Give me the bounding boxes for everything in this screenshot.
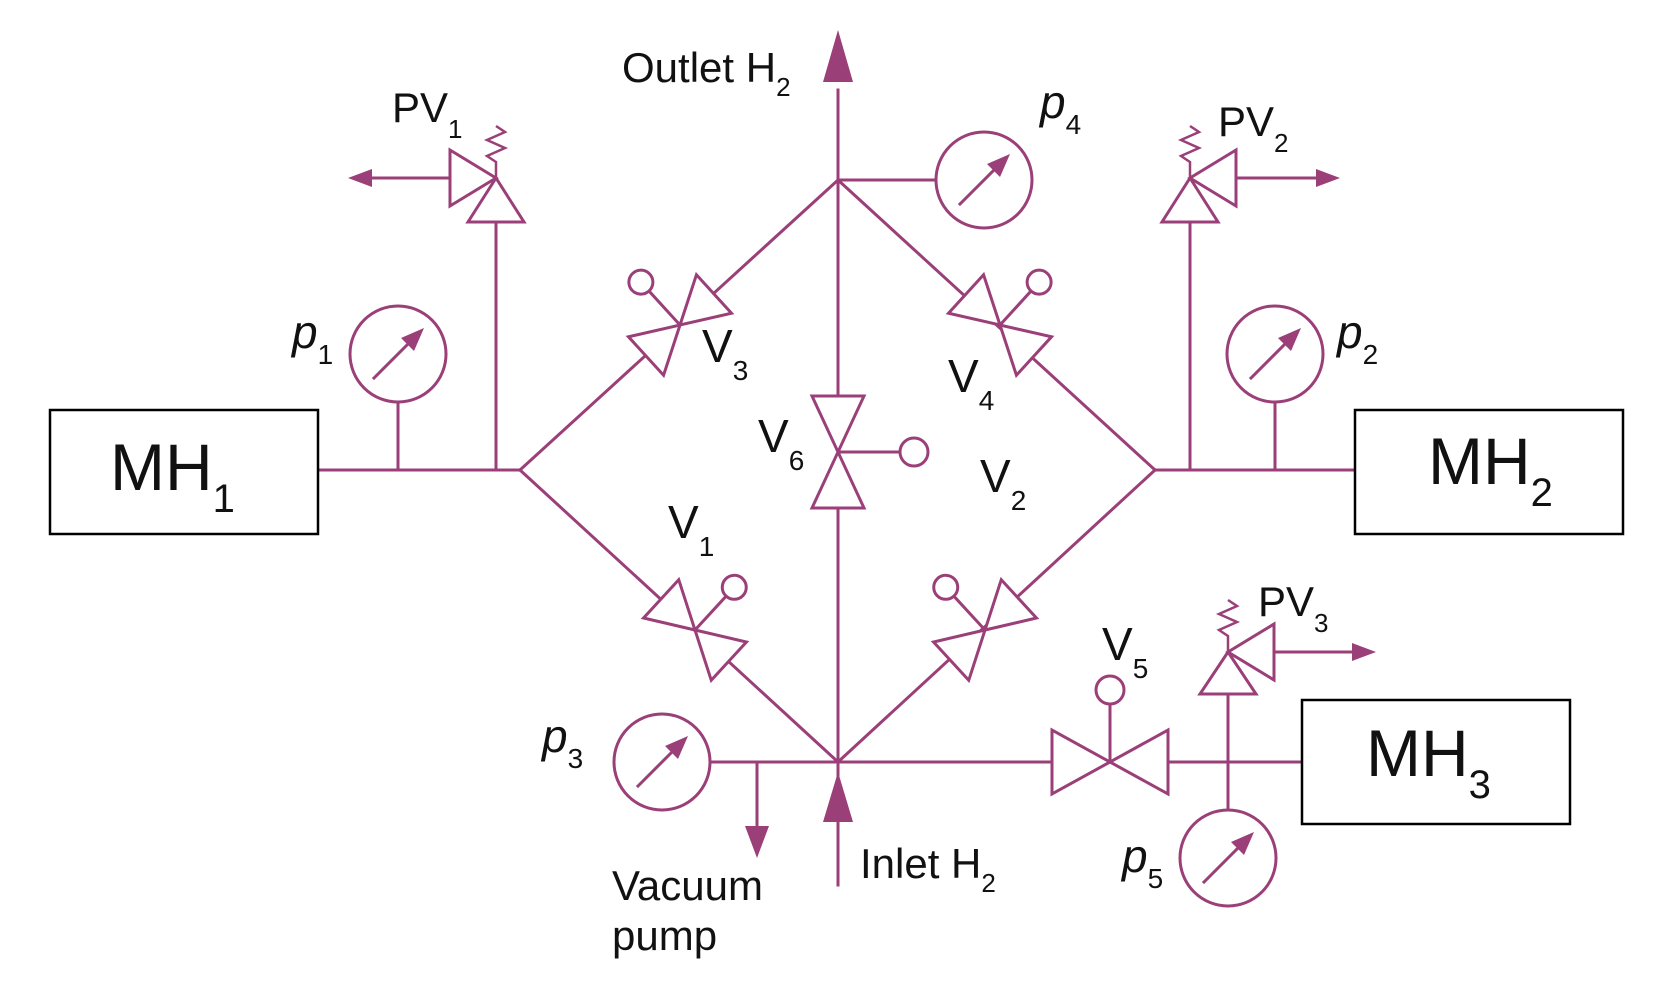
gauge-p1: p1 (290, 304, 448, 404)
manual-valve-icon (625, 268, 735, 379)
manual-valve-icon (945, 268, 1055, 379)
svg-text:p2: p2 (1335, 306, 1378, 370)
svg-text:V1: V1 (668, 496, 714, 562)
manual-valve-icon (640, 573, 750, 684)
pv3-exhaust-arrow-icon (1352, 643, 1376, 661)
svg-text:V3: V3 (702, 320, 748, 386)
valve-v2[interactable]: V2 (904, 450, 1040, 684)
svg-text:V2: V2 (980, 450, 1026, 516)
container-mh2: MH2 (1353, 408, 1625, 536)
valve-v3[interactable]: V3 (599, 242, 748, 386)
gauge-p2: p2 (1225, 304, 1378, 404)
container-mh3: MH3 (1300, 698, 1572, 826)
pressure-relief-valve-icon (1159, 124, 1238, 224)
gauge-p4: p4 (934, 76, 1081, 230)
valve-v5[interactable]: V5 (1050, 618, 1170, 797)
inlet-arrow-icon (823, 772, 853, 822)
container-mh1: MH1 (48, 408, 320, 536)
svg-text:p4: p4 (1038, 76, 1081, 140)
vacuum-arrow-icon (745, 826, 769, 858)
svg-text:MH2: MH2 (1428, 424, 1553, 515)
svg-text:V4: V4 (948, 350, 994, 416)
manual-valve-icon (930, 573, 1040, 684)
vacuum-pump-label: Vacuum (612, 862, 763, 909)
pressure-gauge-icon (348, 304, 448, 404)
pv2-exhaust-arrow-icon (1316, 169, 1340, 187)
pressure-gauge-icon (612, 712, 712, 812)
vacuum-pump-label-line2: pump (612, 912, 717, 959)
valve-v4[interactable]: V4 (945, 242, 1081, 416)
svg-text:MH3: MH3 (1366, 716, 1491, 807)
pressure-gauge-icon (1225, 304, 1325, 404)
valve-v1[interactable]: V1 (640, 496, 777, 684)
valve-v6[interactable]: V6 (758, 394, 930, 510)
inlet-label: Inlet H2 (860, 840, 996, 898)
svg-text:V5: V5 (1102, 618, 1148, 684)
flow-arrows (348, 30, 1376, 858)
outlet-label: Outlet H2 (622, 44, 791, 102)
manual-valve-icon (1050, 674, 1170, 797)
pressure-gauge-icon (934, 130, 1034, 230)
gauge-p5: p5 (1120, 808, 1278, 908)
pressure-relief-valve-icon (448, 124, 527, 224)
svg-text:PV3: PV3 (1258, 578, 1329, 638)
relief-valve-pv1[interactable]: PV1 (392, 84, 527, 224)
svg-text:p5: p5 (1120, 830, 1163, 894)
relief-valve-pv2[interactable]: PV2 (1159, 98, 1289, 224)
manual-valve-icon (809, 394, 930, 510)
svg-text:p1: p1 (290, 306, 333, 370)
pressure-relief-valve-icon (1197, 598, 1276, 696)
svg-text:PV1: PV1 (392, 84, 463, 144)
svg-text:p3: p3 (540, 710, 583, 774)
pressure-gauge-icon (1178, 808, 1278, 908)
relief-valve-pv3[interactable]: PV3 (1197, 578, 1329, 696)
svg-text:MH1: MH1 (110, 430, 235, 521)
svg-text:PV2: PV2 (1218, 98, 1289, 158)
pv1-exhaust-arrow-icon (348, 169, 372, 187)
gauge-p3: p3 (540, 710, 712, 812)
outlet-arrow-icon (823, 30, 853, 82)
svg-text:V6: V6 (758, 410, 804, 476)
